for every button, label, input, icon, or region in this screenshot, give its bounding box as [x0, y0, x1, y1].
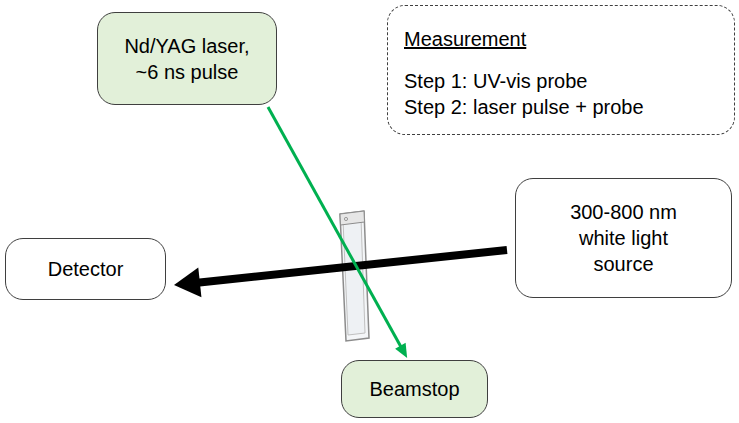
- cuvette-body: [340, 211, 369, 341]
- detector-box: Detector: [5, 238, 166, 300]
- cuvette-cap: [340, 211, 365, 225]
- note-step: Step 1: UV-vis probe: [404, 68, 587, 94]
- light-source-box: 300-800 nm white light source: [515, 178, 732, 298]
- box-label: Beamstop: [369, 376, 459, 402]
- connector-line: [197, 250, 507, 283]
- measurement-note: MeasurementStep 1: UV-vis probeStep 2: l…: [387, 5, 735, 135]
- probe-beam-arrow: [174, 250, 507, 297]
- note-heading: Measurement: [404, 26, 526, 52]
- box-label: Nd/YAG laser, ~6 ns pulse: [115, 33, 260, 85]
- arrowhead: [395, 343, 407, 358]
- cuvette: [340, 211, 369, 341]
- box-label: Detector: [48, 256, 124, 282]
- laser-box: Nd/YAG laser, ~6 ns pulse: [97, 12, 277, 105]
- laser-beam-arrow: [268, 107, 407, 358]
- cuvette-mark: [344, 217, 347, 220]
- arrowhead: [174, 267, 201, 297]
- note-step: Step 2: laser pulse + probe: [404, 94, 644, 120]
- connector-line: [268, 107, 401, 347]
- beamstop-box: Beamstop: [341, 360, 488, 418]
- box-label: 300-800 nm white light source: [559, 199, 689, 277]
